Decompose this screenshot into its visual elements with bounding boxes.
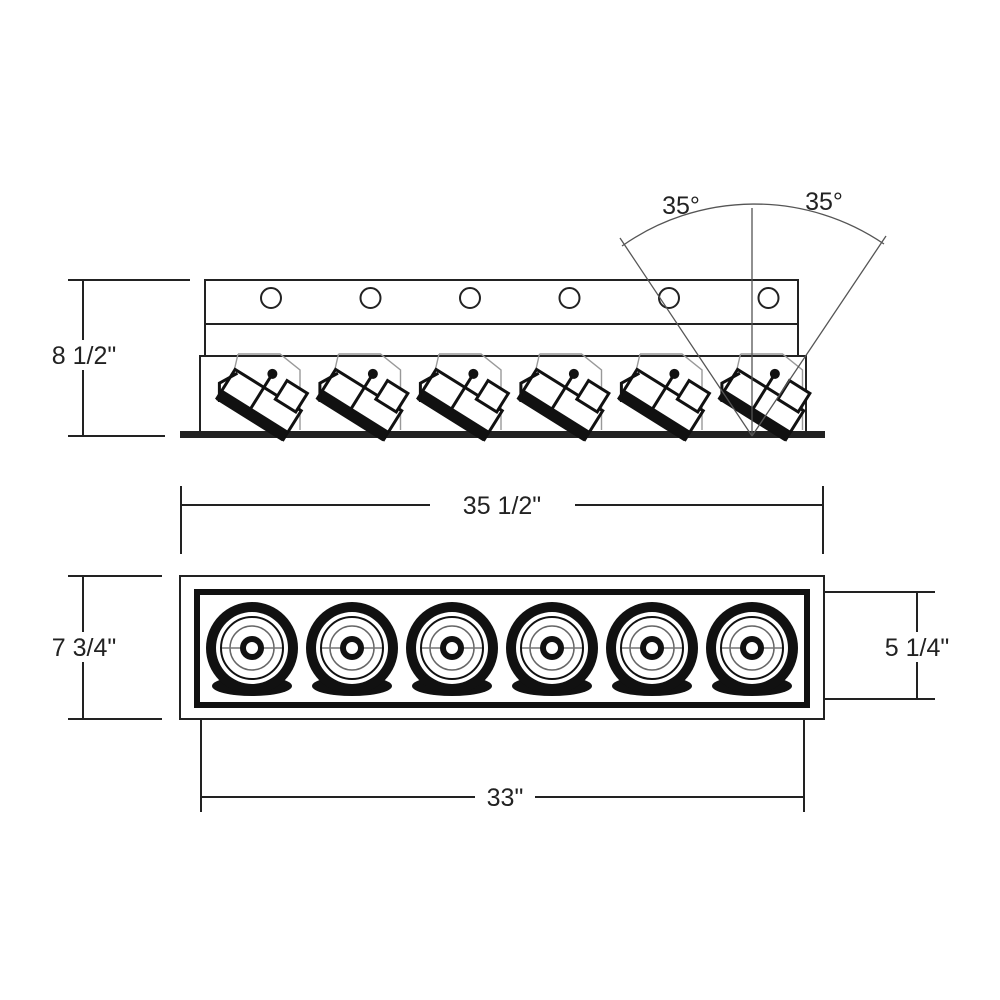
head-pivot [468, 368, 479, 379]
lamp-inner-ring [720, 616, 784, 680]
lamp-core-center [646, 642, 658, 654]
height-dimension-label: 8 1/2" [52, 342, 116, 370]
aperture-width-dimension: 5 1/4" [825, 591, 968, 700]
head-clip [519, 371, 540, 403]
overall-length-label: 35 1/2" [463, 492, 541, 520]
bottom-lamp-heads [206, 602, 798, 696]
side-lamp-head [215, 353, 310, 442]
head-bezel [216, 389, 289, 442]
head-body [717, 367, 812, 442]
side-lamp-head [416, 353, 511, 442]
head-clip [418, 371, 440, 403]
lamp-inner-ring [320, 616, 384, 680]
bottom-aperture [194, 589, 810, 708]
side-view: 35° 35° 8 1/2" 35 1/2" [36, 188, 887, 554]
head-bezel [618, 389, 691, 442]
head-bezel [718, 389, 792, 442]
head-body [617, 367, 712, 442]
head-body [315, 367, 410, 442]
head-clip [619, 371, 641, 403]
head-yoke [245, 371, 275, 416]
tilt-angle-indicator: 35° 35° [619, 188, 887, 437]
side-lamp-head [717, 353, 812, 442]
head-socket [775, 378, 812, 415]
aperture-length-label: 33" [487, 784, 524, 812]
bottom-trim-outer [179, 575, 825, 720]
lamp-core-center [346, 642, 358, 654]
knockout-hole [658, 287, 680, 309]
head-clip [318, 371, 339, 403]
head-bezel [316, 389, 390, 442]
side-lamp-head [315, 353, 410, 442]
side-trim-flange [180, 431, 825, 438]
knockout-hole [359, 287, 382, 309]
lamp-core-center [246, 642, 258, 654]
knockout-hole [459, 287, 481, 309]
knockout-hole [757, 287, 780, 309]
side-lamp-head [516, 353, 611, 442]
overall-length-dimension: 35 1/2" [180, 486, 824, 554]
side-housing-body [204, 323, 799, 357]
front-lamp-head [206, 602, 298, 696]
side-housing-top [204, 279, 799, 325]
head-socket [373, 378, 410, 415]
front-lamp-head [306, 602, 398, 696]
aperture-width-label: 5 1/4" [885, 634, 949, 662]
head-pivot [568, 368, 579, 379]
bottom-view: 7 3/4" 5 1/4" 33" [36, 575, 968, 812]
head-pivot [267, 368, 278, 379]
tilt-left-angle-label: 35° [662, 192, 700, 220]
head-socket [675, 378, 712, 415]
head-pivot [769, 368, 780, 379]
front-lamp-head [706, 602, 798, 696]
overall-width-label: 7 3/4" [52, 634, 116, 662]
side-lamp-heads [215, 353, 812, 442]
lamp-inner-ring [220, 616, 284, 680]
knockout-hole [558, 287, 581, 309]
head-clip [217, 371, 239, 403]
head-body [416, 367, 511, 442]
side-lamp-head [617, 353, 712, 442]
head-yoke [346, 371, 376, 416]
head-body [516, 367, 611, 442]
overall-width-dimension: 7 3/4" [36, 575, 162, 720]
lamp-inner-ring [620, 616, 684, 680]
lamp-core-center [746, 642, 758, 654]
knockout-hole [260, 287, 282, 309]
aperture-length-dimension: 33" [200, 718, 805, 812]
head-yoke [547, 371, 577, 416]
front-lamp-head [606, 602, 698, 696]
tilt-arc [621, 203, 885, 247]
tilt-right-ray [751, 235, 887, 437]
head-clip [720, 371, 741, 403]
tilt-right-angle-label: 35° [805, 188, 843, 216]
lamp-core-center [546, 642, 558, 654]
height-dimension: 8 1/2" [36, 279, 190, 437]
head-bezel [417, 389, 490, 442]
side-knockout-holes [260, 287, 780, 309]
lamp-inner-ring [420, 616, 484, 680]
head-socket [574, 378, 611, 415]
head-bezel [517, 389, 591, 442]
head-socket [273, 378, 310, 415]
front-lamp-head [406, 602, 498, 696]
lamp-core-center [446, 642, 458, 654]
head-pivot [669, 368, 680, 379]
head-yoke [647, 371, 677, 416]
lamp-inner-ring [520, 616, 584, 680]
tilt-left-ray [619, 237, 753, 437]
head-body [215, 367, 310, 442]
front-lamp-head [506, 602, 598, 696]
head-socket [474, 378, 511, 415]
head-yoke [748, 371, 778, 416]
head-pivot [367, 368, 378, 379]
head-yoke [446, 371, 476, 416]
